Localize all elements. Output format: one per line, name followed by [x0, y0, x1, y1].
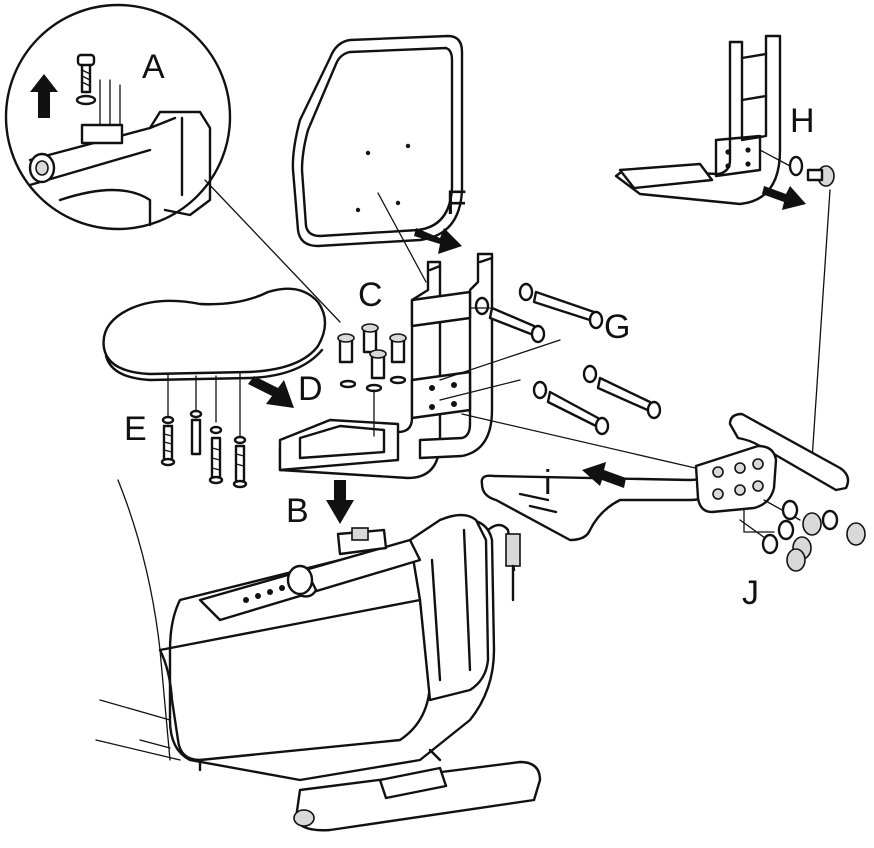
detail-inset-a: [4, 3, 232, 231]
label-c: C: [358, 276, 383, 314]
arrow-d-icon: [248, 376, 294, 408]
label-g: G: [604, 308, 630, 346]
seat-frame: [278, 252, 494, 480]
label-b: B: [286, 492, 309, 530]
label-j: J: [742, 574, 759, 612]
label-d: D: [298, 370, 323, 408]
label-h: H: [790, 102, 815, 140]
label-e: E: [124, 410, 147, 448]
arrow-h-icon: [762, 186, 806, 210]
arrow-f-icon: [414, 228, 462, 254]
label-f: F: [446, 184, 467, 222]
arrow-i-icon: [582, 462, 626, 488]
label-i: i: [544, 464, 552, 502]
seat-cushion: [102, 287, 327, 382]
bike-body: [95, 479, 542, 832]
backrest-pad: [291, 34, 464, 248]
backrest-bolts-g: [439, 282, 705, 471]
handlebar-i: [480, 412, 850, 542]
direction-arrows: [248, 186, 806, 524]
seat-screws: [160, 373, 248, 489]
handlebar-screws-j: [739, 499, 866, 572]
handlebar-bracket-h: [614, 34, 835, 461]
label-a: A: [142, 48, 165, 86]
up-arrow-icon: [30, 74, 58, 118]
arrow-b-icon: [326, 480, 354, 524]
seat-bolts-c: [337, 323, 407, 437]
